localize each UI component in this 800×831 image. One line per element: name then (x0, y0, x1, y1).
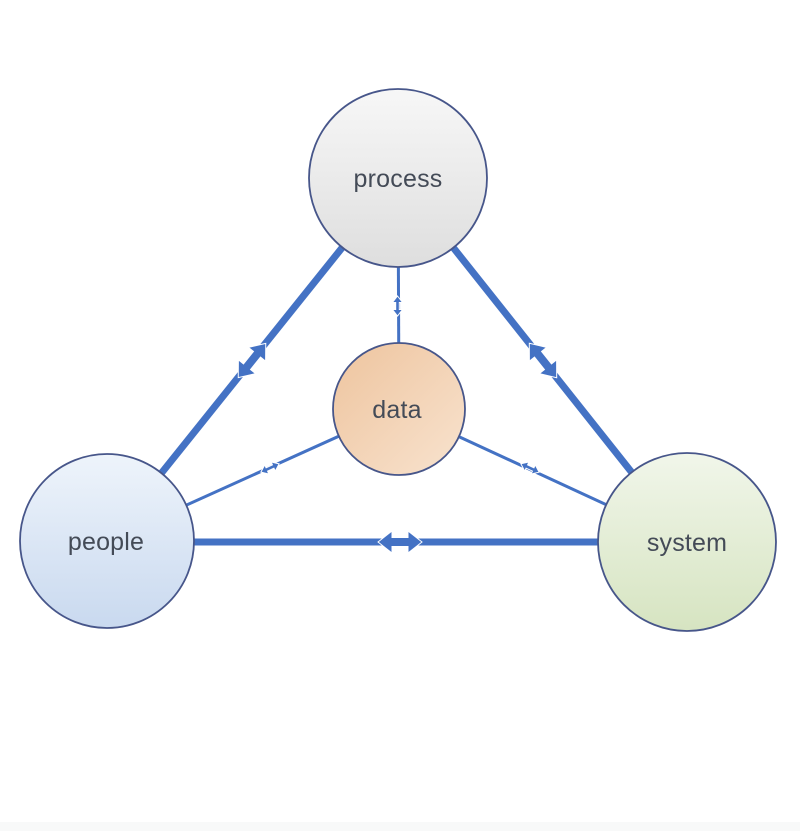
double-arrow-icon-data-process (391, 295, 404, 317)
footer-strip (0, 822, 800, 831)
double-arrow-icon-people-process (237, 342, 267, 379)
node-process (308, 88, 488, 268)
node-system (597, 452, 777, 632)
double-arrow-icon-data-system (520, 461, 540, 475)
double-arrow-icon-process-system (528, 342, 558, 379)
node-system-label: system (647, 529, 727, 557)
node-people-label: people (68, 528, 144, 556)
double-arrow-icon-data-people (260, 461, 280, 475)
node-data (332, 342, 466, 476)
node-process-label: process (354, 165, 443, 193)
node-data-label: data (372, 396, 421, 424)
node-people (19, 453, 195, 629)
double-arrow-icon-people-system (377, 529, 423, 555)
